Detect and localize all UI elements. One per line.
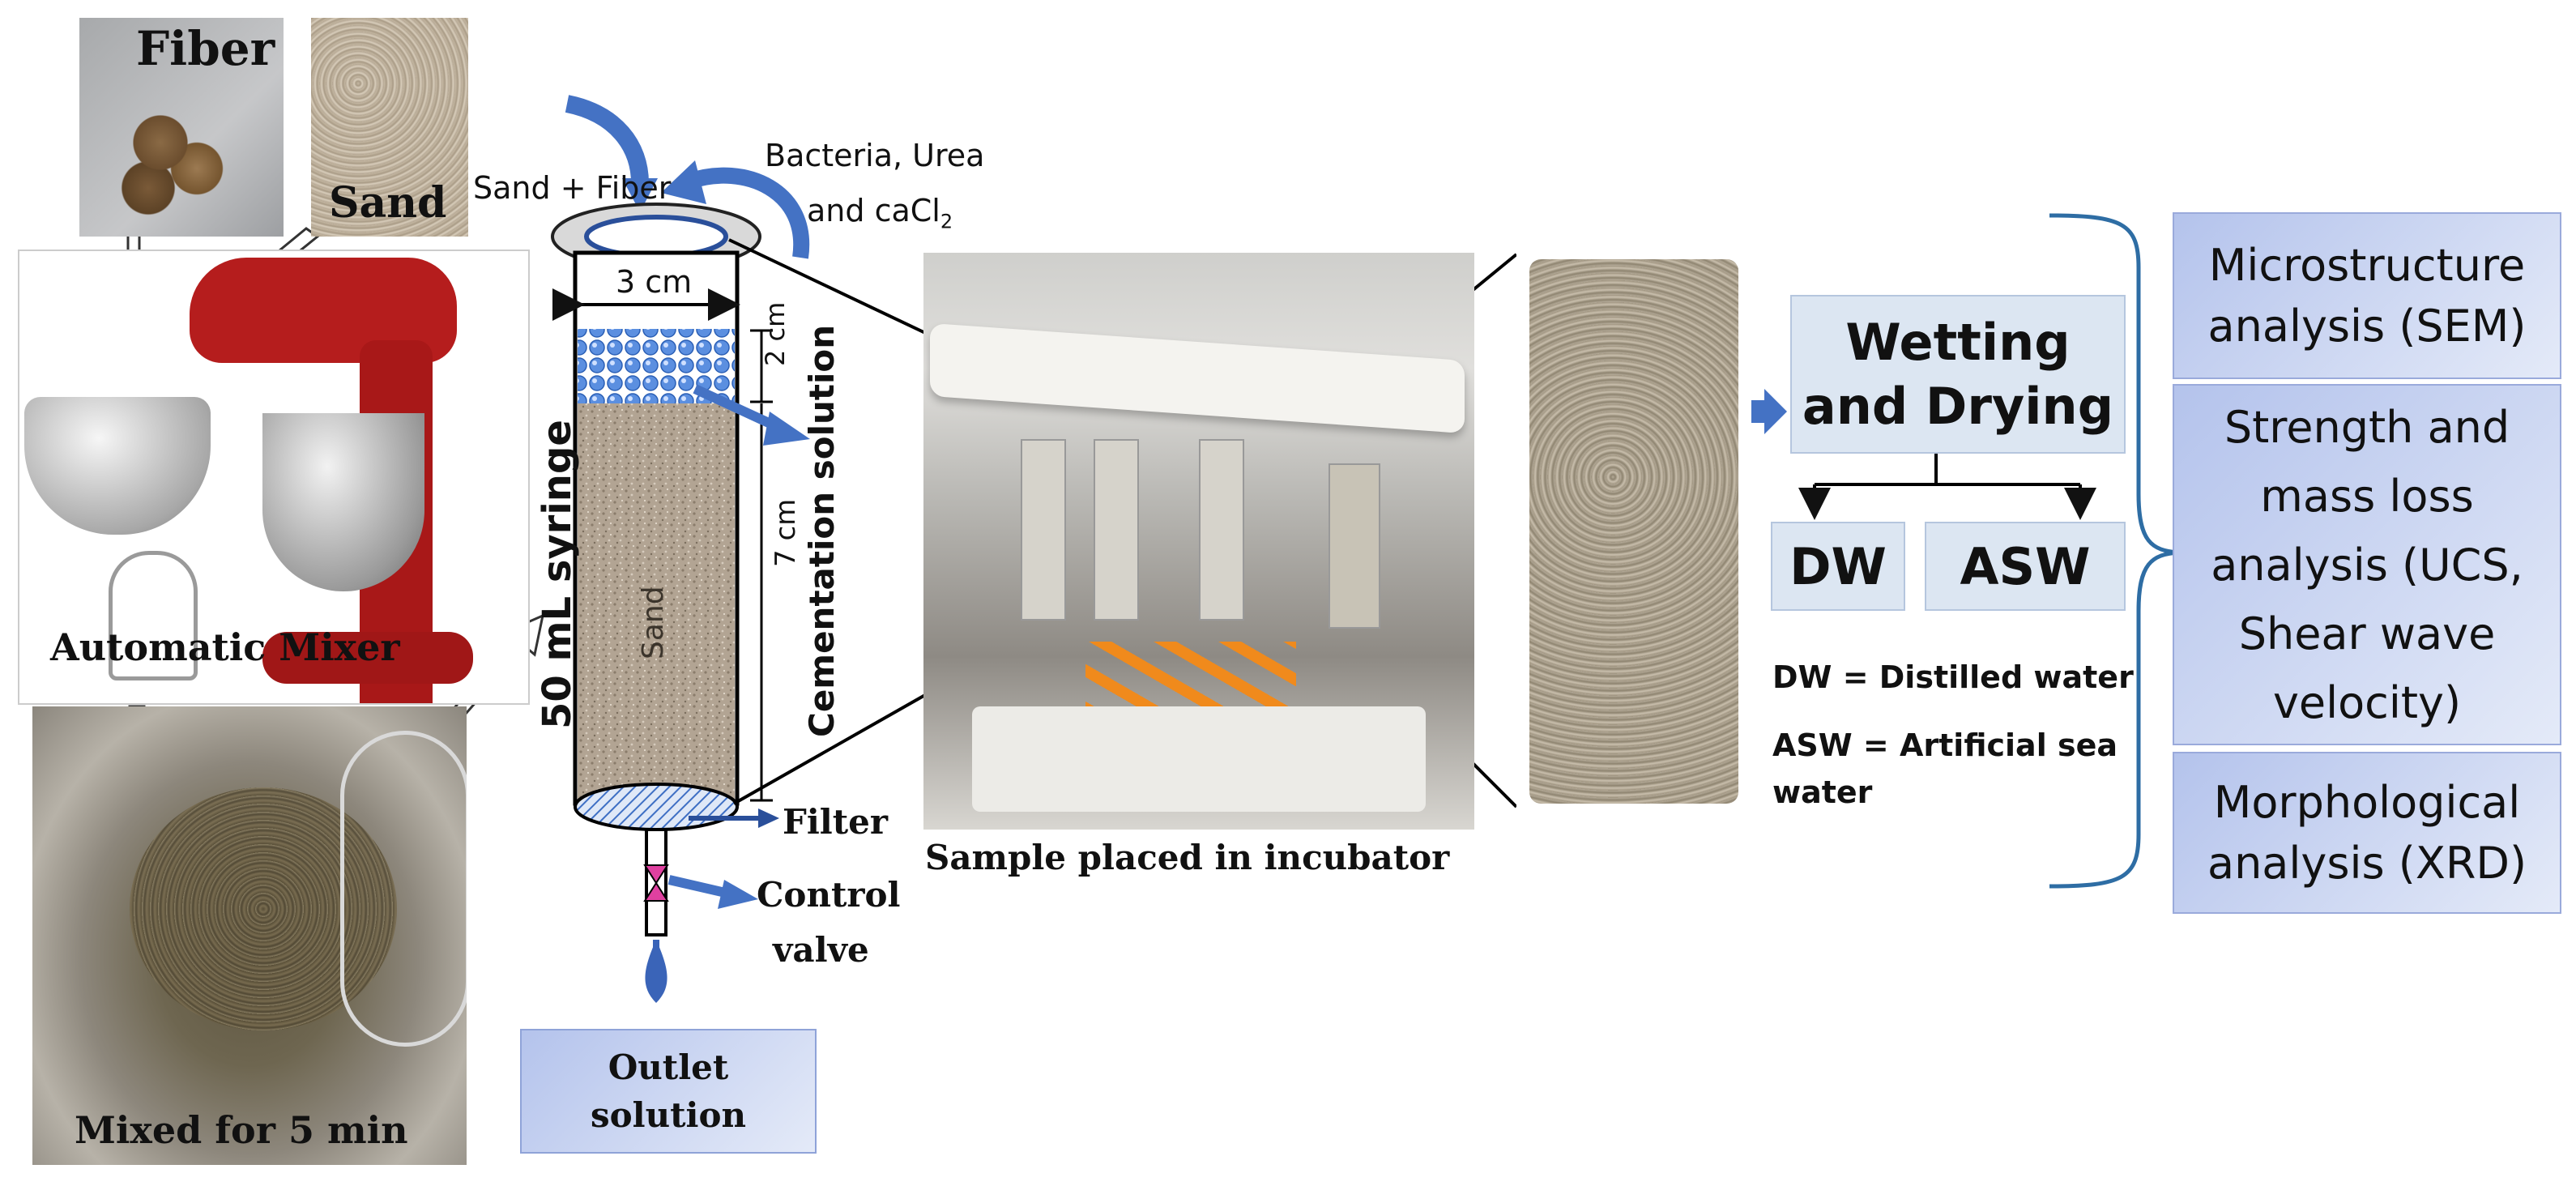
mixer-label: Automatic Mixer	[50, 625, 400, 669]
analysis-strength-line1: Strength and	[2224, 401, 2510, 453]
analysis-strength-line3: analysis (UCS,	[2211, 539, 2523, 591]
arrow-to-wetting	[1745, 389, 1787, 434]
dw-label: DW	[1789, 536, 1887, 596]
analysis-strength-line4: Shear wave	[2238, 608, 2496, 659]
analysis-box-xrd: Morphological analysis (XRD)	[2173, 752, 2561, 914]
sand-label: Sand	[329, 178, 447, 228]
bacteria-label-sub: 2	[940, 210, 953, 233]
syringe-label: 50 mL syringe	[535, 420, 580, 729]
analysis-box-strength: Strength and mass loss analysis (UCS, Sh…	[2173, 384, 2561, 745]
valve-label-line2: valve	[773, 930, 869, 970]
top-layer-label: 2 cm	[760, 301, 791, 366]
height-label: 7 cm	[770, 498, 802, 567]
asw-label: ASW	[1960, 536, 2091, 596]
mixer-photo: Automatic Mixer	[18, 250, 530, 705]
dw-box: DW	[1771, 522, 1905, 611]
sand-fiber-input-label: Sand + Fiber	[473, 170, 672, 206]
curved-arrow-bacteria	[685, 167, 810, 259]
analysis-strength-line5: velocity)	[2272, 676, 2462, 728]
wetting-title-line2: and Drying	[1802, 377, 2114, 436]
asw-box: ASW	[1925, 522, 2126, 611]
valve-label-line1: Control	[757, 875, 901, 915]
sand-photo: Sand	[311, 18, 468, 237]
cementation-label: Cementation solution	[802, 324, 842, 737]
outlet-solution-box: Outlet solution	[520, 1029, 817, 1154]
analysis-strength-line2: mass loss	[2260, 470, 2474, 522]
analysis-box-sem: Microstructure analysis (SEM)	[2173, 212, 2561, 379]
fiber-photo: Fiber	[79, 18, 284, 237]
filter-disk	[574, 783, 739, 831]
analysis-xrd-line2: analysis (XRD)	[2207, 838, 2527, 889]
mixed-label: Mixed for 5 min	[75, 1108, 408, 1152]
analysis-xrd-line1: Morphological	[2213, 777, 2521, 828]
analysis-sem-line1: Microstructure	[2208, 240, 2526, 291]
incubator-photo	[923, 253, 1474, 830]
incubator-caption: Sample placed in incubator	[925, 838, 1450, 877]
filter-label: Filter	[783, 802, 888, 842]
bacteria-label-line1: Bacteria, Urea	[765, 138, 985, 173]
legend-asw-line1: ASW = Artificial sea	[1772, 727, 2118, 763]
curved-arrow-sand-fiber	[565, 95, 649, 184]
bacteria-label-line2: and caCl2	[807, 193, 953, 233]
analysis-sem-line2: analysis (SEM)	[2207, 301, 2527, 352]
diameter-label: 3 cm	[616, 264, 693, 300]
outlet-label-line2: solution	[590, 1095, 747, 1135]
outlet-label-line1: Outlet	[608, 1047, 729, 1087]
legend-asw-line2: water	[1772, 774, 1873, 810]
sand-column	[578, 403, 735, 800]
wetting-title-line1: Wetting	[1845, 313, 2071, 372]
control-valve-icon	[643, 864, 669, 902]
sample-photo	[1516, 253, 1751, 818]
wetting-drying-box: Wetting and Drying	[1790, 295, 2126, 454]
fiber-label: Fiber	[136, 21, 275, 76]
bacteria-label-prefix: and caCl	[807, 193, 940, 228]
sand-column-label: Sand	[637, 586, 670, 659]
legend-dw: DW = Distilled water	[1772, 659, 2134, 695]
mixed-photo: Mixed for 5 min	[32, 706, 467, 1165]
